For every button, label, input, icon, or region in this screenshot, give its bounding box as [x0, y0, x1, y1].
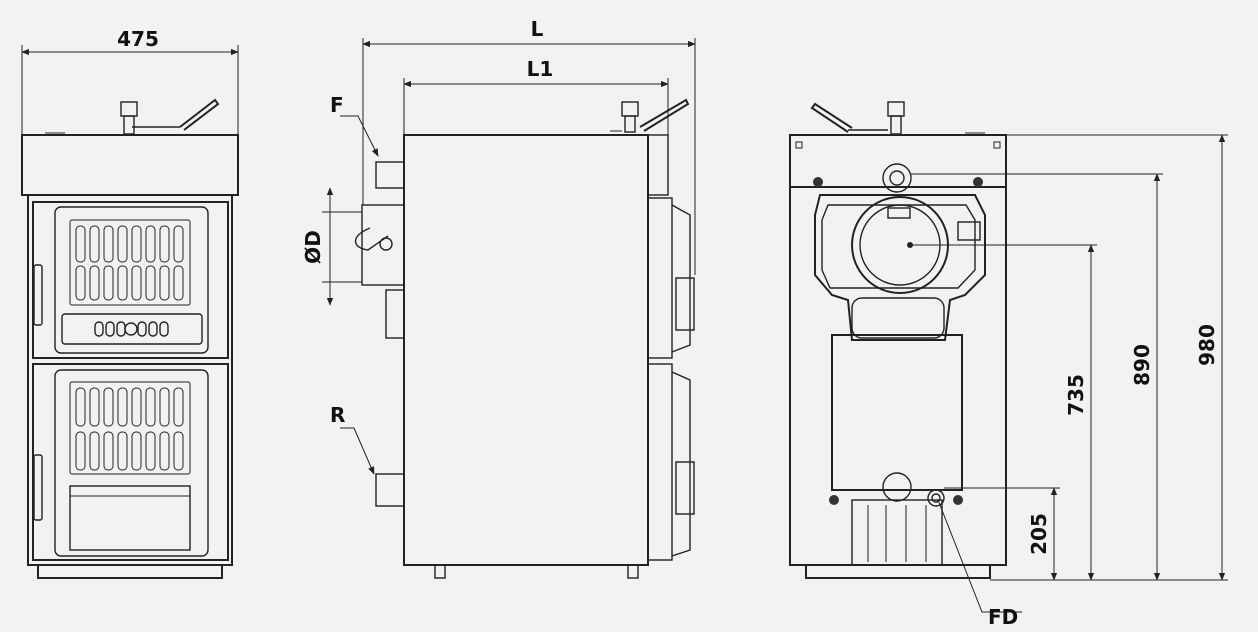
overall-length-label: L	[531, 17, 544, 41]
heat-exchanger-section	[814, 194, 986, 341]
body-length-label: L1	[527, 57, 554, 81]
upper-grille	[69, 219, 191, 306]
side-body	[403, 134, 649, 566]
upper-door-handle[interactable]	[33, 264, 43, 326]
side-foot-left	[434, 564, 446, 579]
side-lower-door-profile	[647, 363, 673, 561]
side-knob-icon	[621, 101, 639, 117]
upper-door	[32, 201, 229, 359]
rear-flow-connection	[882, 163, 912, 193]
height-drain-label: 205	[1027, 513, 1051, 555]
side-foot-right	[627, 564, 639, 579]
width-label: 475	[117, 27, 159, 51]
return-label: R	[330, 403, 345, 427]
side-view: L L1 F ØD R	[301, 17, 696, 579]
air-vent-panel	[61, 313, 203, 345]
height-flue-label: 735	[1064, 374, 1088, 416]
side-upper-door-profile	[647, 197, 673, 359]
height-total-label: 980	[1195, 324, 1219, 366]
lower-door-handle[interactable]	[33, 454, 43, 521]
ash-door-plate	[69, 485, 191, 551]
rear-base-block	[851, 499, 943, 566]
front-body	[27, 194, 233, 566]
rear-lower-panel	[831, 334, 963, 491]
height-flow-label: 890	[1130, 344, 1154, 386]
return-connection	[375, 473, 405, 507]
drain-valve-icon	[927, 489, 945, 507]
rear-top-panel	[789, 134, 1007, 188]
rear-return-connection	[882, 472, 912, 502]
air-vent-slots	[94, 321, 169, 337]
knob-icon	[120, 101, 138, 117]
rear-view: FD 980 890 735 205	[789, 101, 1228, 629]
flue-diameter-label: ØD	[301, 230, 325, 264]
drain-label: FD	[988, 605, 1018, 629]
front-base	[37, 564, 223, 579]
front-view: 475	[21, 27, 239, 579]
rear-knob-icon	[887, 101, 905, 117]
flue-outlet	[361, 204, 405, 286]
flow-label: F	[330, 93, 344, 117]
lower-door	[32, 363, 229, 561]
flow-connection	[375, 161, 405, 189]
rear-base	[805, 564, 991, 579]
front-top-panel	[21, 134, 239, 196]
lower-grille	[69, 381, 191, 475]
